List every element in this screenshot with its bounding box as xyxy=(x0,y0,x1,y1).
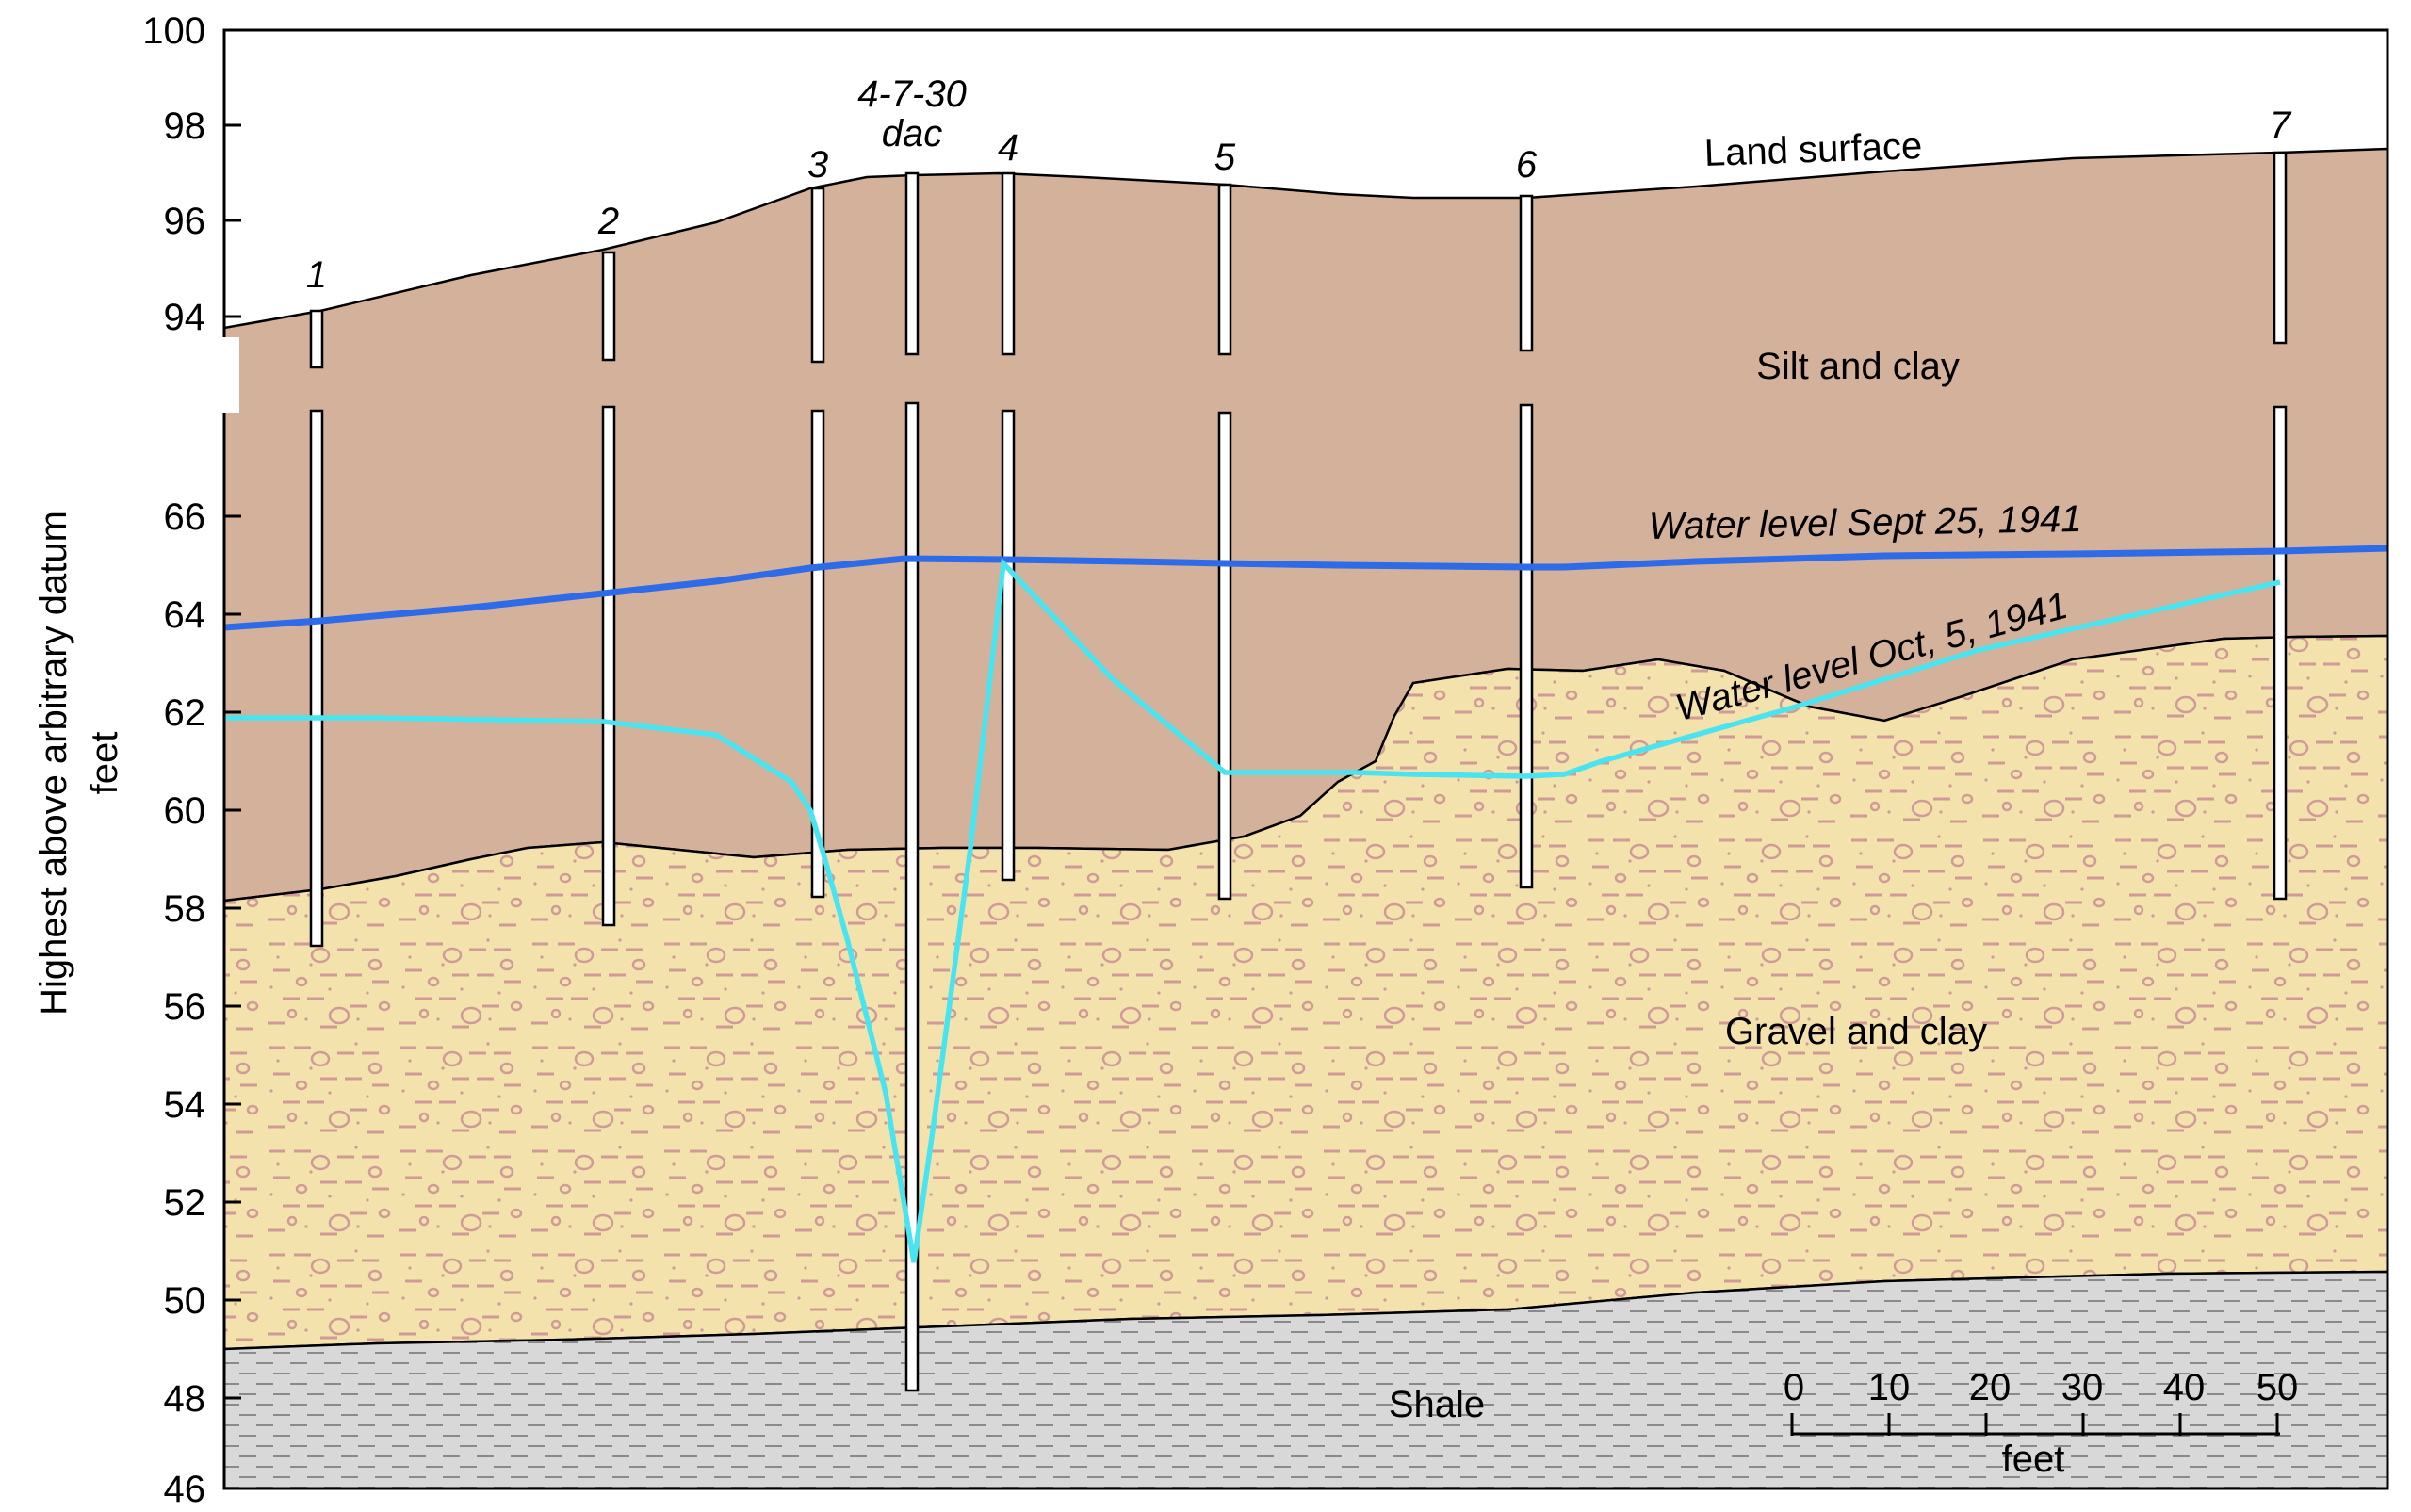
y-tick-label: 52 xyxy=(164,1182,206,1224)
y-tick-label: 48 xyxy=(164,1378,206,1420)
well-casing-5-lower xyxy=(1001,409,1016,882)
plot-frame xyxy=(222,28,2389,1490)
well-casing-7-upper xyxy=(1519,194,1534,352)
scale-tick-label: 50 xyxy=(2256,1367,2299,1408)
well-label-1: 1 xyxy=(306,254,327,296)
scale-tick-label: 10 xyxy=(1868,1367,1911,1408)
well-casing-8-lower xyxy=(2273,405,2288,901)
y-tick-label: 64 xyxy=(164,594,206,636)
well-casing-3-upper xyxy=(810,187,825,364)
shale-label: Shale xyxy=(1389,1384,1485,1425)
well-label-7: 7 xyxy=(2270,105,2292,146)
y-tick-label: 46 xyxy=(164,1469,206,1510)
y-tick-label: 96 xyxy=(164,201,206,242)
scale-tick-label: 30 xyxy=(2061,1367,2104,1408)
y-tick-label: 56 xyxy=(164,986,206,1028)
well-label-4: 4 xyxy=(998,127,1018,169)
well-casing-7-lower xyxy=(1519,403,1534,889)
well-casing-4-lower xyxy=(904,401,920,1392)
y-tick-label: 100 xyxy=(142,10,205,52)
well-casing-3-lower xyxy=(810,409,825,899)
y-axis-label: Highest above arbitrary datum xyxy=(33,511,74,1016)
y-tick-labels: 100 98 96 94 66 64 62 60 58 56 54 52 50 … xyxy=(142,10,205,1510)
water-level-sept-line xyxy=(223,545,2388,631)
axis-break xyxy=(211,337,239,413)
scale-unit-label: feet xyxy=(2002,1439,2065,1480)
well-casing-2-upper xyxy=(601,251,616,362)
gravel-clay-label: Gravel and clay xyxy=(1725,1011,1987,1052)
well-label-4-7-30: 4-7-30 xyxy=(857,73,967,115)
silt-clay-label: Silt and clay xyxy=(1756,346,1960,387)
well-casing-6-upper xyxy=(1217,183,1232,356)
y-tick-label: 58 xyxy=(164,888,206,930)
scale-tick-label: 40 xyxy=(2163,1367,2206,1408)
y-tick-label: 66 xyxy=(164,496,206,538)
well-casing-4-upper xyxy=(904,171,920,356)
y-tick-label: 60 xyxy=(164,790,206,832)
well-casing-5-upper xyxy=(1001,171,1016,356)
well-label-3: 3 xyxy=(807,144,828,186)
y-tick-label: 50 xyxy=(164,1280,206,1322)
well-casing-2-lower xyxy=(601,405,616,927)
well-label-2: 2 xyxy=(597,201,619,242)
scale-tick-label: 0 xyxy=(1784,1367,1804,1408)
well-casing-6-lower xyxy=(1217,411,1232,901)
wells-group xyxy=(309,151,2288,1392)
water-level-sept-label: Water level Sept 25, 1941 xyxy=(1649,498,2082,547)
well-label-6: 6 xyxy=(1516,144,1538,186)
well-label-dac: dac xyxy=(882,113,943,154)
y-tick-label: 98 xyxy=(164,106,206,147)
land-surface-label: Land surface xyxy=(1703,125,1923,174)
well-casing-1-upper xyxy=(309,309,324,369)
well-casing-8-upper xyxy=(2273,151,2288,345)
scale-bar: 0 10 20 30 40 50 feet xyxy=(1784,1367,2298,1480)
well-casing-1-lower xyxy=(309,409,324,948)
y-ticks xyxy=(224,28,241,1400)
y-tick-label: 54 xyxy=(164,1084,206,1126)
scale-tick-label: 20 xyxy=(1969,1367,2012,1408)
y-axis-unit: feet xyxy=(84,732,125,795)
y-tick-label: 94 xyxy=(164,297,206,338)
y-tick-label: 62 xyxy=(164,692,206,734)
well-label-5: 5 xyxy=(1214,137,1236,178)
water-level-oct-line xyxy=(224,557,2281,1263)
